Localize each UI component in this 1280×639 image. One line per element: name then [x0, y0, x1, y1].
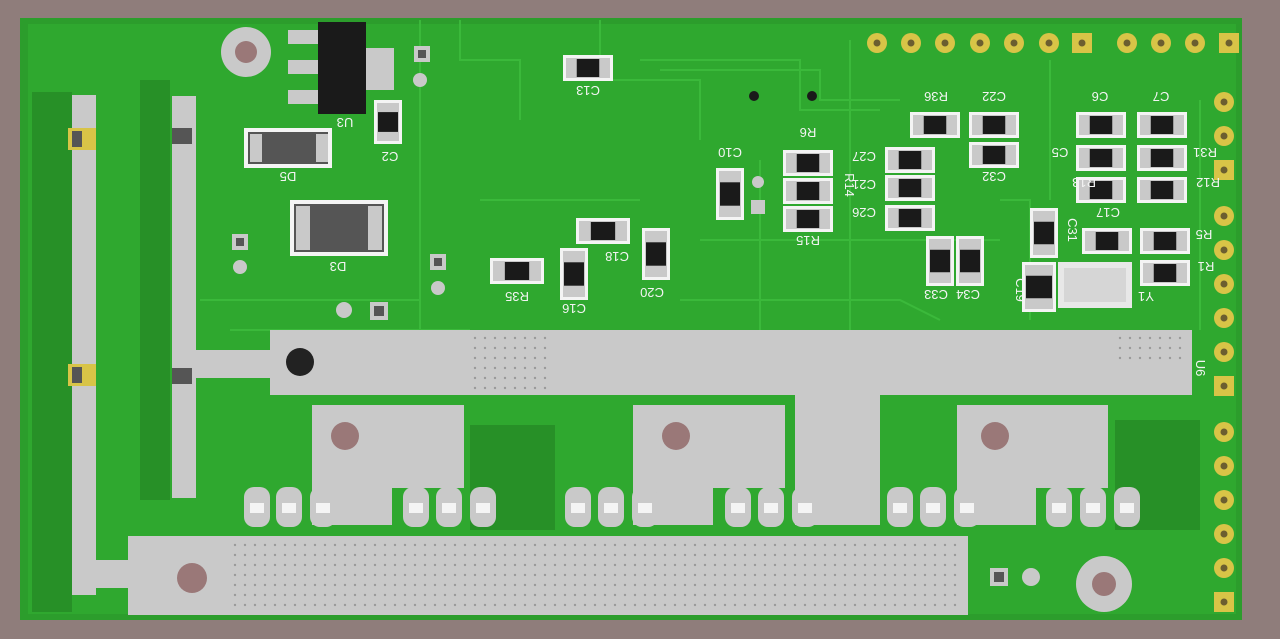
silk-label-c19: C19 — [1013, 278, 1028, 302]
silk-label-y1: Y1 — [1138, 289, 1154, 304]
silk-label-c6: C6 — [1092, 89, 1109, 104]
d3-diode — [290, 200, 388, 256]
via-grid-bottom — [233, 543, 957, 607]
silk-label-c20: C20 — [640, 285, 664, 300]
silk-label-c22: C22 — [982, 89, 1006, 104]
smd-components — [374, 55, 1190, 312]
silk-label-r6: R6 — [800, 125, 817, 140]
y1-crystal — [1058, 262, 1132, 308]
power-copper-bottom — [128, 536, 968, 615]
silk-label-c33: C33 — [924, 287, 948, 302]
silk-label-c18: C18 — [605, 249, 629, 264]
silk-label-r31: R31 — [1193, 145, 1217, 160]
d5-diode — [244, 128, 332, 168]
silk-label-r36: R36 — [924, 89, 948, 104]
silk-label-r5: R5 — [1196, 227, 1213, 242]
silk-label-r14: R14 — [842, 173, 857, 197]
silk-label-r13: R13 — [1072, 175, 1096, 190]
u3-regulator — [288, 22, 394, 114]
silk-label-c13: C13 — [576, 83, 600, 98]
ground-zone-left2 — [140, 80, 170, 500]
silk-label-r35: R35 — [505, 289, 529, 304]
silk-label-c27: C27 — [852, 149, 876, 164]
silk-label-d3: D3 — [330, 259, 347, 274]
silk-label-u3: U3 — [337, 115, 354, 130]
mounting-holes — [177, 27, 1132, 612]
silk-label-d5: D5 — [280, 169, 297, 184]
via-grid-top — [473, 336, 1182, 390]
ground-zone-left — [32, 92, 72, 612]
power-copper-left — [72, 95, 276, 595]
silk-label-c26: C26 — [852, 205, 876, 220]
silk-label-c5: C5 — [1052, 145, 1069, 160]
silk-label-c16: C16 — [562, 301, 586, 316]
power-copper-bottom-link — [96, 560, 136, 588]
silk-label-c31: C31 — [1065, 218, 1080, 242]
silk-label-r15: R15 — [796, 233, 820, 248]
misc-vias — [232, 46, 1040, 586]
left-connector-pads — [68, 128, 192, 386]
silk-label-c17: C17 — [1096, 205, 1120, 220]
silk-label-u6: U6 — [1193, 360, 1208, 377]
mounting-holes-mosfet — [331, 422, 1009, 450]
silk-label-r12: R12 — [1196, 175, 1220, 190]
header-pins-top — [867, 33, 1239, 53]
silk-label-c2: C2 — [382, 149, 399, 164]
header-pins-right — [1214, 92, 1234, 612]
silk-label-c21: C21 — [852, 177, 876, 192]
silk-label-c7: C7 — [1153, 89, 1170, 104]
silk-label-r1: R1 — [1198, 259, 1215, 274]
silk-label-c32: C32 — [982, 169, 1006, 184]
silk-label-c34: C34 — [956, 287, 980, 302]
power-copper-top — [270, 330, 1192, 525]
mosfet-leg-pads — [244, 487, 1140, 527]
silk-label-c10: C10 — [718, 145, 742, 160]
